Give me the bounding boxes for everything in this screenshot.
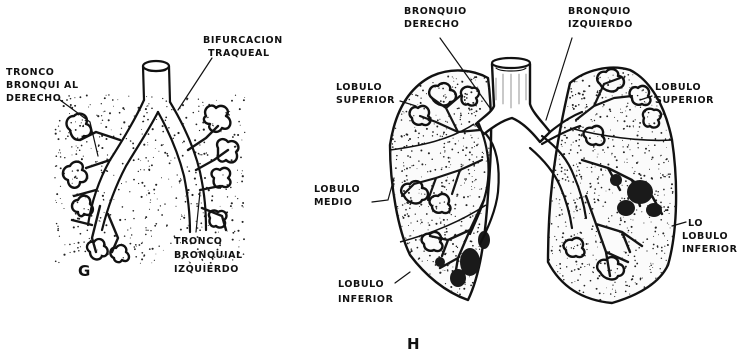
label-lobulo-inferior-derecho: LOBULO INFERIOR [338,279,394,305]
label-bronquio-derecho: BRONQUIO DERECHO [404,6,471,30]
panel-letter-g: G [78,262,90,280]
panel-g: BIFURCACION TRAQUEAL TRONCO BRONQUI AL D… [6,35,287,280]
label-bronquio-izquierdo: BRONQUIO IZQUIERDO [568,6,635,30]
trachea-g [143,61,170,102]
label-bifurcacion-traqueal: BIFURCACION TRAQUEAL [203,35,287,59]
label-lobulo-medio: LOBULO MEDIO [314,184,364,208]
right-main-bronchus-g [72,100,158,252]
label-lobulo-inferior-izquierdo: LO LOBULO INFERIOR [682,218,738,255]
panel-h: BRONQUIO DERECHO BRONQUIO IZQUIERDO LOBU… [314,6,738,353]
leader-tronco-izquierdo [196,192,200,232]
leader-lobulo-inferior-der [395,272,410,283]
label-lobulo-superior-derecho: LOBULO SUPERIOR [336,82,395,106]
leader-lobulo-medio [372,178,394,202]
label-tronco-bronquial-izquierdo: TRONCO BRONQUIAL IZQUIERDO [174,236,247,275]
leader-tronco-derecho [60,100,98,156]
leader-bifurcacion [178,58,212,110]
panel-letter-h: H [407,335,420,353]
label-lobulo-superior-izquierdo: LOBULO SUPERIOR [655,82,714,106]
